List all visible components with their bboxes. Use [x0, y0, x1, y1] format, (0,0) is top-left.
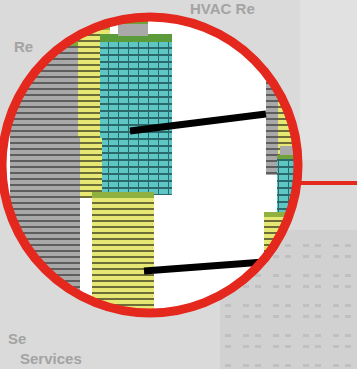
background-building: [300, 0, 357, 160]
background-text: Services: [20, 350, 82, 367]
background-text: Se: [8, 330, 26, 347]
callout-line: [298, 181, 357, 185]
background-text: HVAC Re: [190, 0, 255, 17]
magnifier-ring: [2, 17, 298, 313]
background-text: Re: [14, 38, 33, 55]
